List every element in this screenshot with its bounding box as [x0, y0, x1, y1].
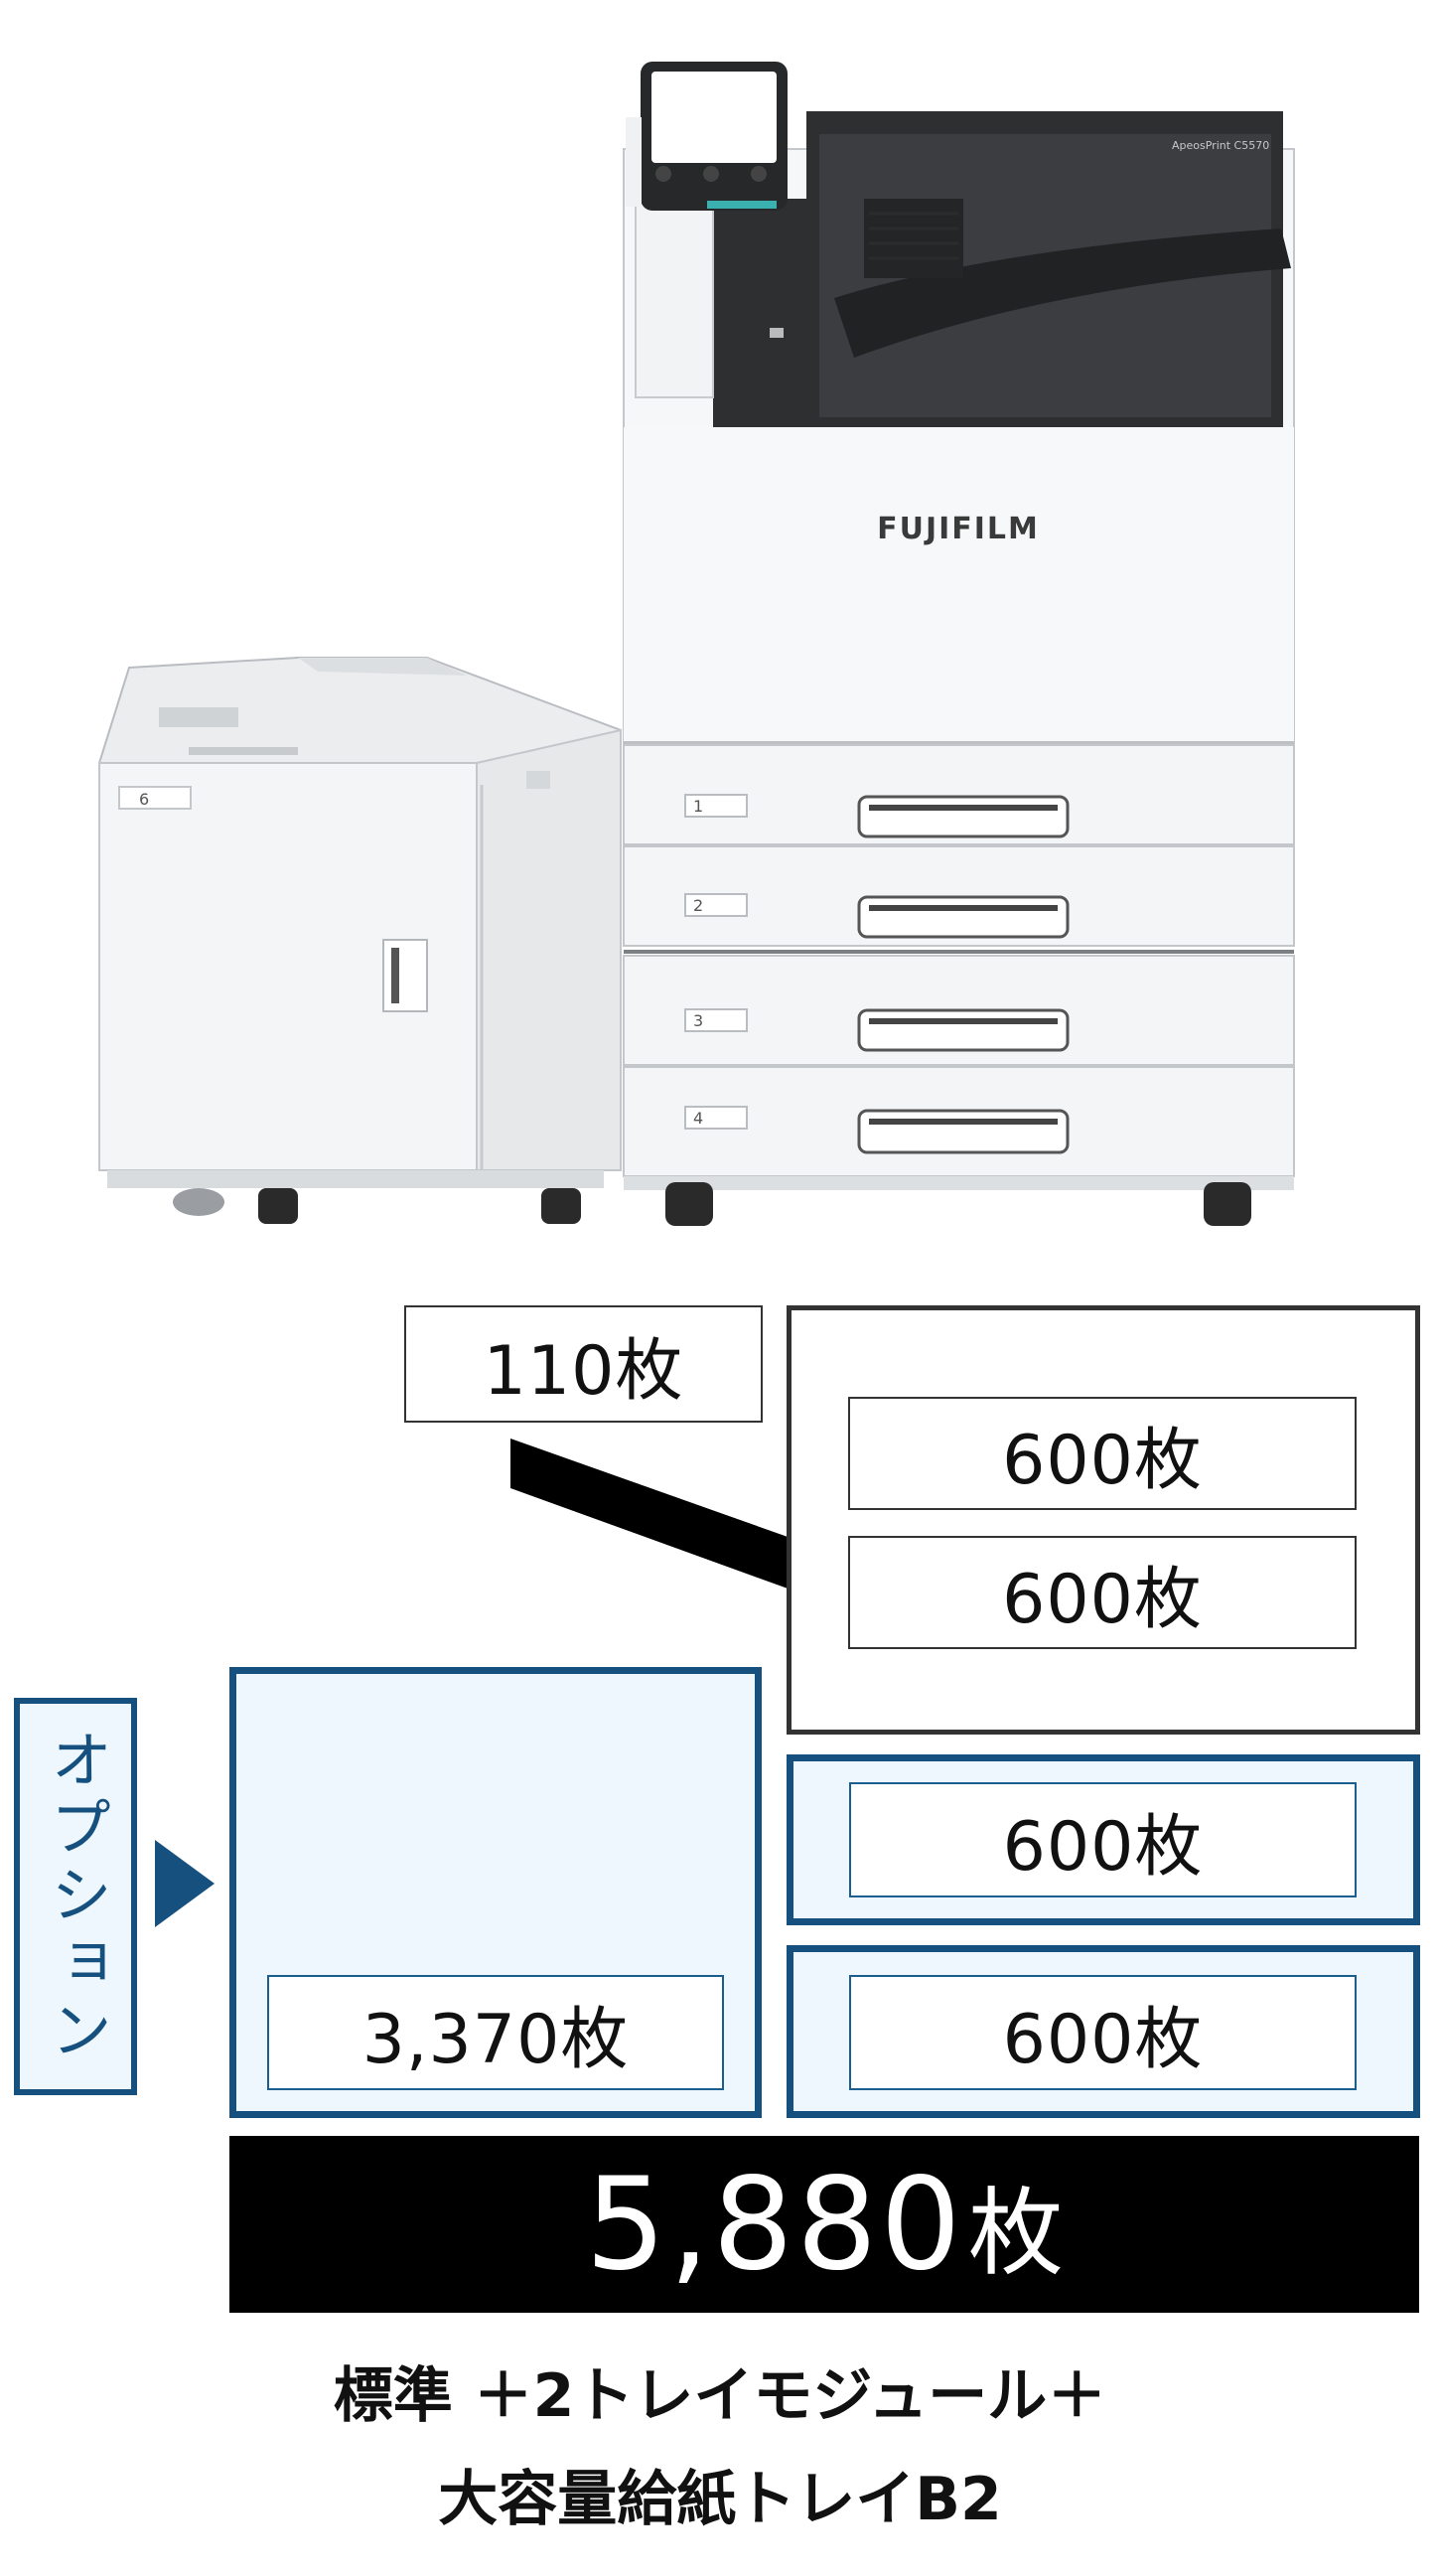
tray-2[interactable]: 2 — [623, 845, 1295, 947]
option-label: オプション — [40, 1728, 112, 2065]
tray-1-number: 1 — [693, 797, 703, 816]
paper-trays: 1 2 3 4 — [623, 744, 1295, 1226]
total-capacity-bar: 5,880 枚 — [229, 2136, 1419, 2313]
model-name: ApeosPrint C5570 — [1172, 139, 1269, 152]
tray-4-number: 4 — [693, 1109, 703, 1128]
standard-tray-2-capacity: 600枚 — [848, 1536, 1357, 1649]
paper-level-indicator — [382, 939, 428, 1012]
output-tray — [834, 228, 1291, 358]
total-capacity-number: 5,880 — [585, 2150, 964, 2299]
total-capacity-unit: 枚 — [967, 2177, 1064, 2289]
module-tray-1-text: 600枚 — [1002, 1807, 1204, 1887]
printer-illustration: 6 ApeosPrint C5570 — [98, 62, 1295, 1226]
option-arrow-icon — [155, 1840, 215, 1927]
caption-line-1: 標準 ＋2トレイモジュール＋ — [333, 2361, 1107, 2431]
brand-logo: FUJIFILM — [877, 512, 1040, 546]
standard-tray-1-capacity: 600枚 — [848, 1397, 1357, 1510]
option-tag: オプション — [14, 1698, 137, 2095]
tray-2-number: 2 — [693, 896, 703, 915]
module-tray-2-text: 600枚 — [1002, 2000, 1204, 2079]
tray-6-number: 6 — [139, 790, 149, 809]
tray-1-handle[interactable] — [857, 795, 1070, 838]
module-tray-1-capacity: 600枚 — [849, 1782, 1357, 1897]
tray-1[interactable]: 1 — [623, 744, 1295, 845]
caption-line-2: 大容量給紙トレイB2 — [438, 2465, 1002, 2534]
module-tray-2-capacity: 600枚 — [849, 1975, 1357, 2090]
touch-screen[interactable] — [651, 72, 777, 163]
printer-main-body: ApeosPrint C5570 FUJIFILM — [623, 62, 1295, 746]
large-capacity-tray-unit: 6 — [98, 657, 622, 1224]
large-tray-capacity: 3,370枚 — [267, 1975, 724, 2090]
large-tray-text: 3,370枚 — [361, 2000, 630, 2079]
tray-2-handle[interactable] — [857, 895, 1070, 939]
tray-4[interactable]: 4 — [623, 1066, 1295, 1177]
control-panel[interactable] — [626, 62, 788, 211]
bypass-tray-capacity: 110枚 — [404, 1305, 763, 1423]
standard-tray-2-text: 600枚 — [1002, 1560, 1203, 1639]
configuration-caption: 標準 ＋2トレイモジュール＋ 大容量給紙トレイB2 — [0, 2345, 1440, 2551]
tray-4-handle[interactable] — [857, 1109, 1070, 1154]
bypass-connector-line — [510, 1439, 791, 1590]
front-column — [713, 199, 806, 437]
tray-3-handle[interactable] — [857, 1008, 1070, 1052]
tray-3-number: 3 — [693, 1011, 703, 1030]
tray-3[interactable]: 3 — [623, 955, 1295, 1066]
standard-trays-panel — [787, 1305, 1420, 1735]
bypass-tray-text: 110枚 — [483, 1331, 684, 1411]
standard-tray-1-text: 600枚 — [1002, 1421, 1203, 1500]
